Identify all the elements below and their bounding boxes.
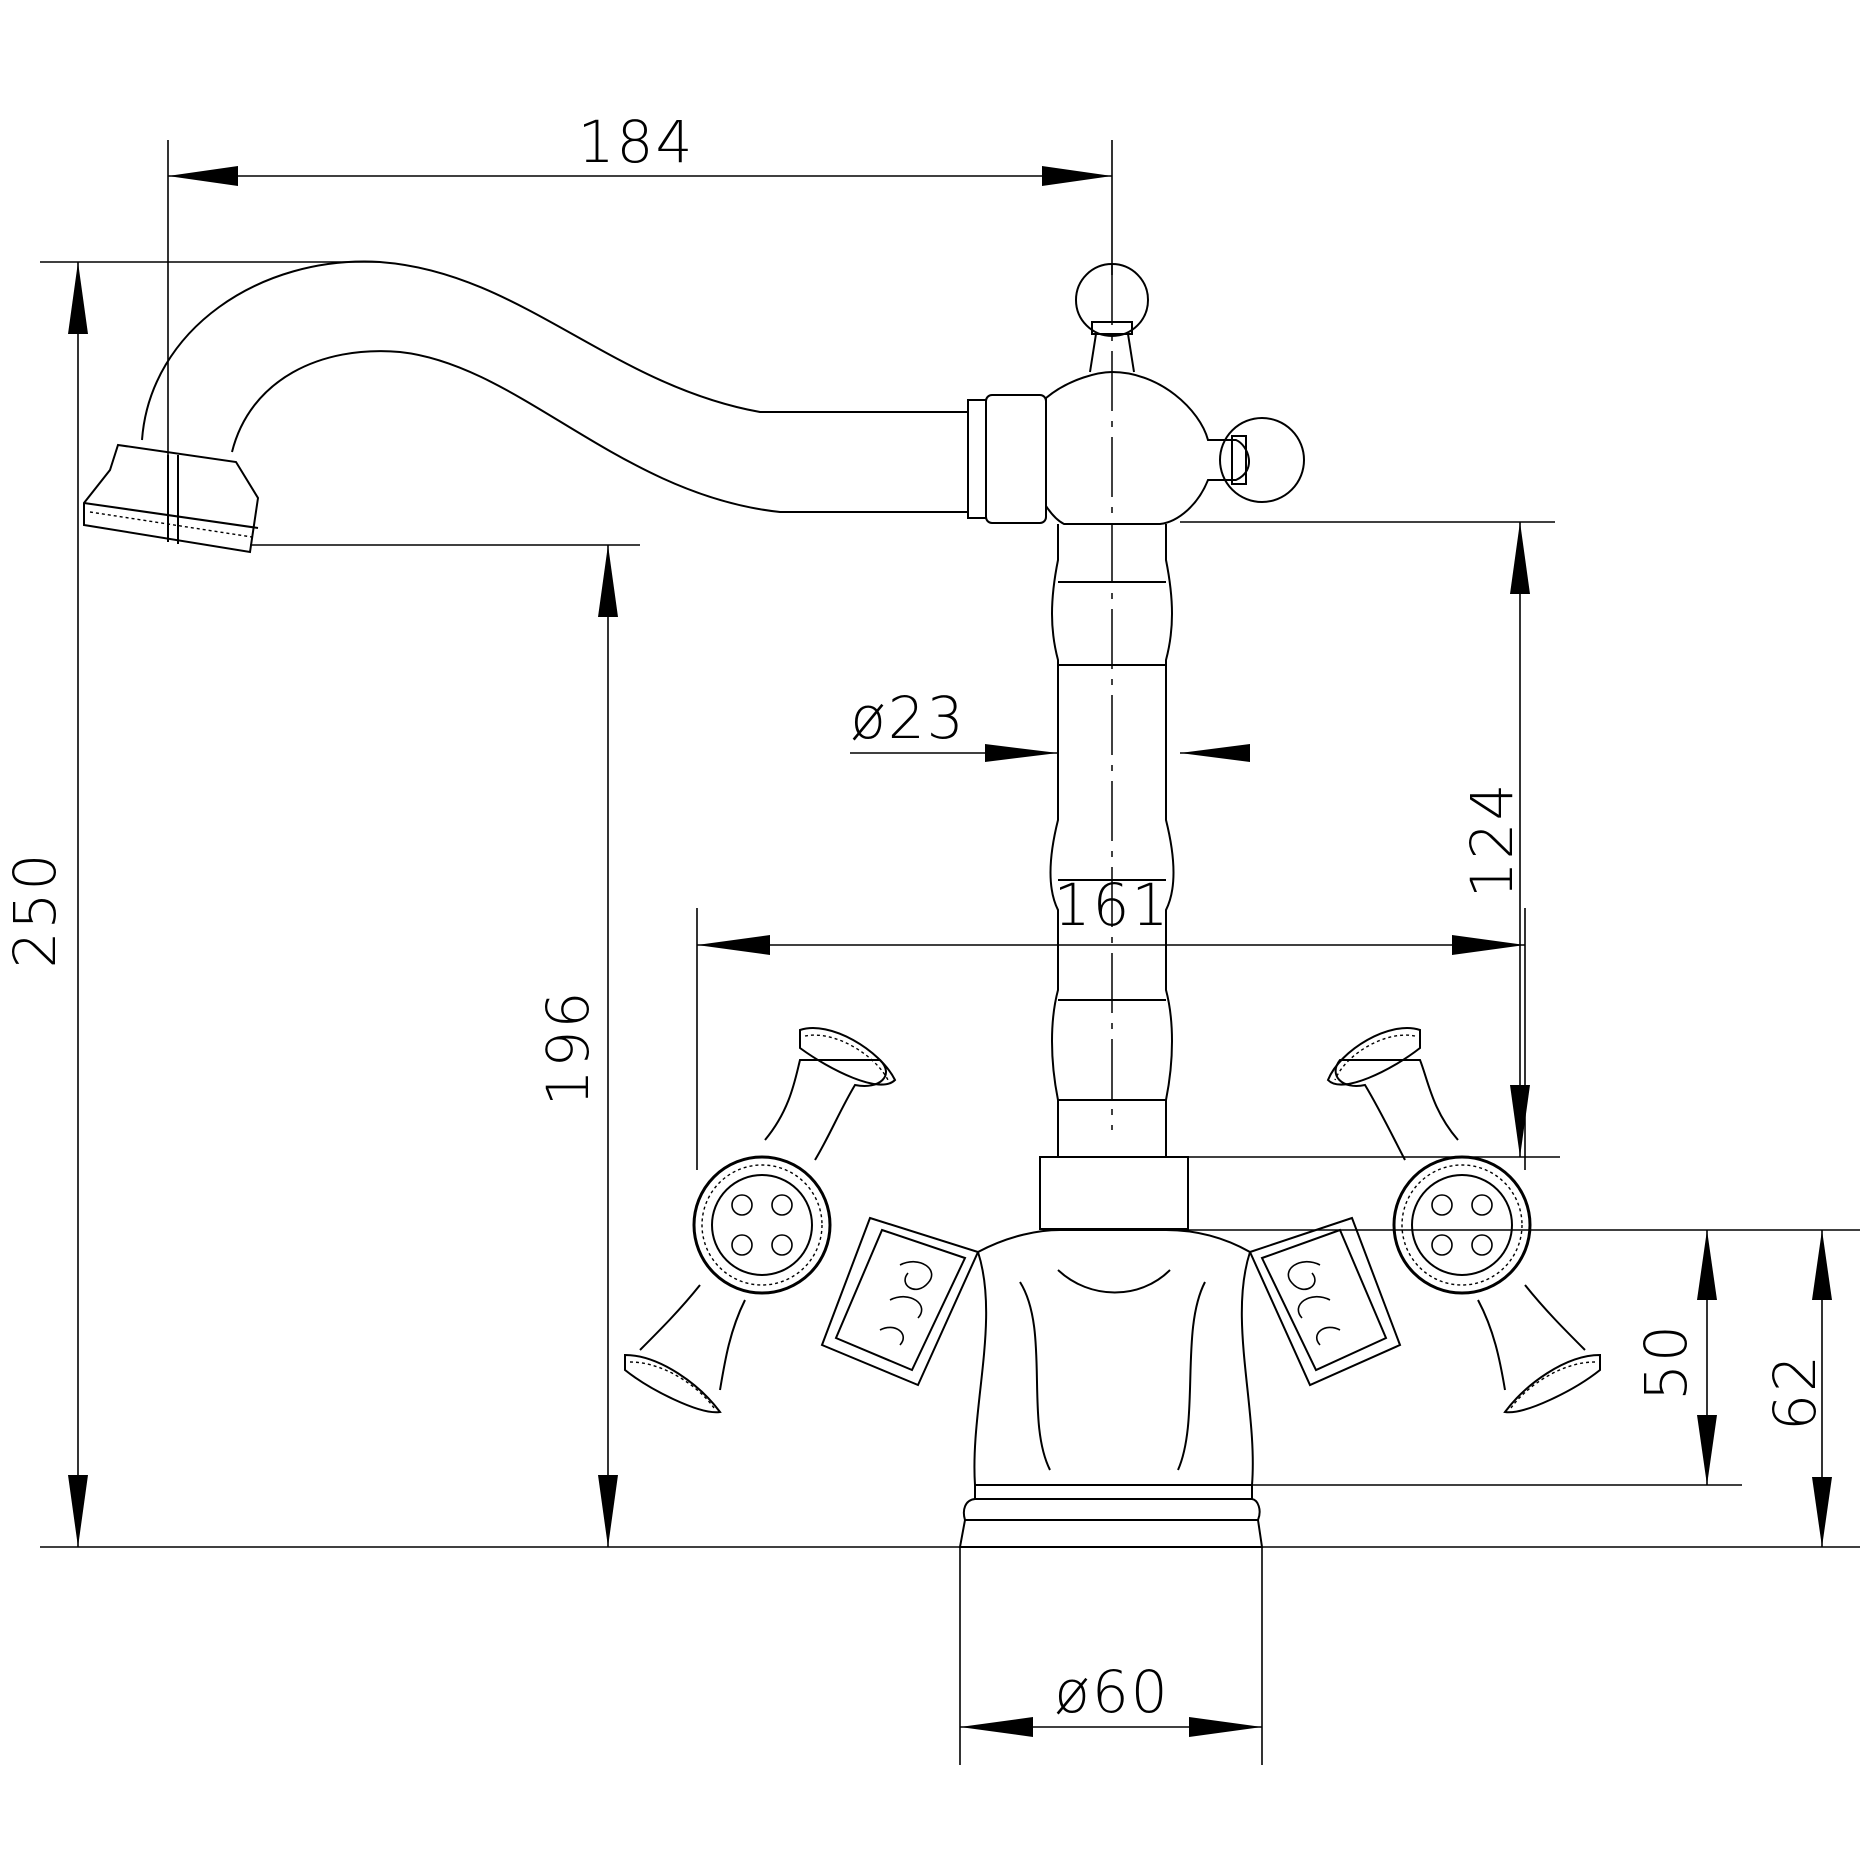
aerator [83, 443, 260, 554]
dim-base-diameter: ø60 [1054, 1658, 1169, 1726]
dim-handle-span: 161 [1054, 871, 1171, 939]
top-hub [1045, 263, 1305, 525]
spout [83, 260, 1047, 554]
dim-spout-outlet-height: 196 [534, 990, 602, 1107]
dim-body-base-height: 62 [1761, 1353, 1829, 1431]
dimension-lines [68, 166, 1832, 1737]
lower-body [973, 1229, 1254, 1486]
dim-body-height: 124 [1458, 782, 1526, 899]
extension-lines [40, 140, 1860, 1765]
dim-total-height: 250 [1, 852, 69, 969]
right-cross-handle [1248, 1027, 1601, 1414]
dim-spout-reach: 184 [578, 108, 695, 176]
base [958, 1484, 1264, 1548]
left-cross-handle [624, 1027, 980, 1414]
dim-handle-axis-height: 50 [1632, 1323, 1700, 1401]
dim-body-diameter: ø23 [850, 684, 965, 752]
